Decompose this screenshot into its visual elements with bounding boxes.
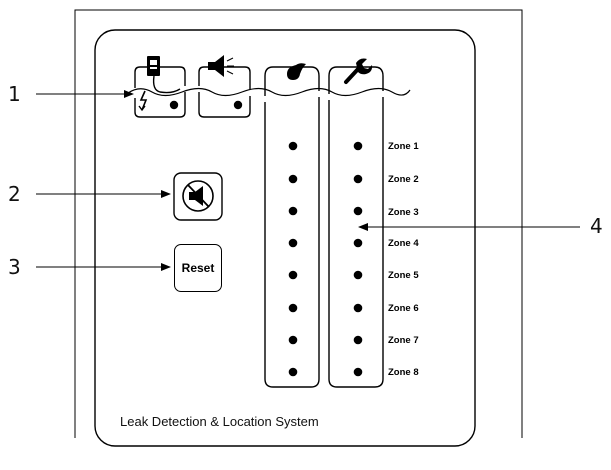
zone-label-3: Zone 3 [388, 207, 419, 218]
wrench-icon [344, 58, 373, 84]
power-led [169, 100, 179, 110]
speaker-led [233, 100, 243, 110]
leak-led-zone-4 [288, 238, 298, 248]
zone-leds [288, 141, 363, 377]
fault-led-zone-6 [353, 303, 363, 313]
leak-led-zone-2 [288, 174, 298, 184]
fault-led-zone-4 [353, 238, 363, 248]
leak-column [264, 63, 320, 388]
leak-led-zone-3 [288, 206, 298, 216]
reset-button[interactable]: Reset [174, 244, 222, 292]
power-battery-icon [138, 56, 181, 112]
wavy-line [127, 87, 411, 97]
fault-led-zone-8 [353, 367, 363, 377]
fault-led-zone-5 [353, 270, 363, 280]
panel-title: Leak Detection & Location System [120, 414, 319, 429]
callout-number-1: 1 [8, 82, 21, 106]
leak-led-zone-6 [288, 303, 298, 313]
panel-border [94, 29, 476, 447]
silence-button[interactable] [173, 172, 223, 221]
leak-led-zone-1 [288, 141, 298, 151]
callout-number-4: 4 [590, 214, 603, 238]
leak-led-zone-8 [288, 367, 298, 377]
wrench-column [328, 58, 384, 388]
leak-led-zone-5 [288, 270, 298, 280]
zone-label-8: Zone 8 [388, 367, 419, 378]
power-indicator-box [134, 56, 186, 118]
speaker-indicator-box [198, 55, 251, 118]
callout-number-3: 3 [8, 255, 21, 279]
fault-led-zone-2 [353, 174, 363, 184]
leak-led-zone-7 [288, 335, 298, 345]
zone-label-5: Zone 5 [388, 270, 419, 281]
leak-drop-icon [287, 63, 306, 80]
fault-led-zone-1 [353, 141, 363, 151]
speaker-alarm-icon [208, 55, 234, 77]
fault-led-zone-3 [353, 206, 363, 216]
speaker-mute-icon [187, 184, 210, 208]
zone-label-4: Zone 4 [388, 238, 419, 249]
outer-frame [74, 9, 523, 438]
zone-label-7: Zone 7 [388, 335, 419, 346]
fault-led-zone-7 [353, 335, 363, 345]
callout-number-2: 2 [8, 182, 21, 206]
zone-label-2: Zone 2 [388, 174, 419, 185]
zone-label-1: Zone 1 [388, 141, 419, 152]
zone-label-6: Zone 6 [388, 303, 419, 314]
